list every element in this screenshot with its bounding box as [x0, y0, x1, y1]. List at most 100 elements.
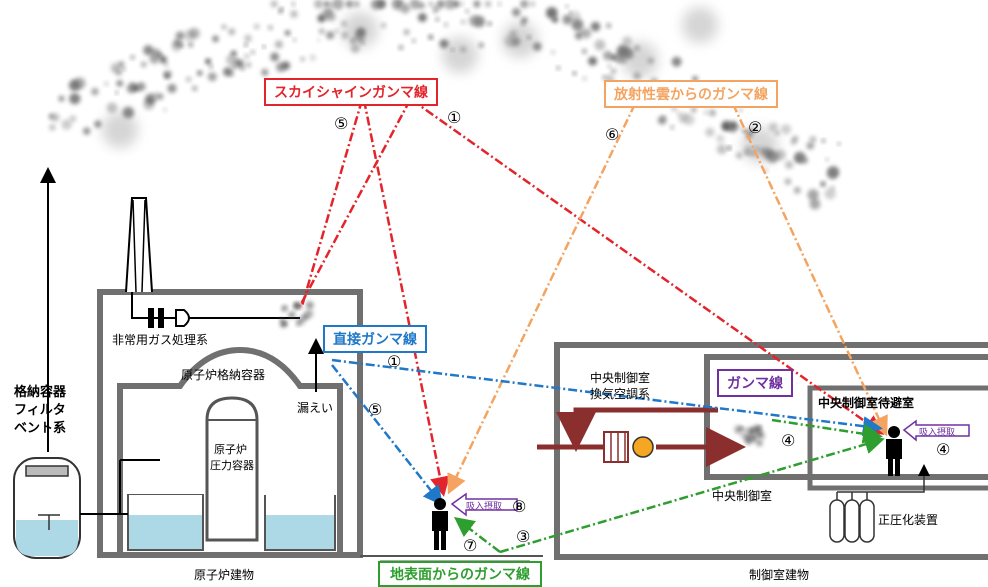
- cloud-particle: [581, 48, 588, 55]
- cloud-particle: [94, 120, 102, 128]
- cloud-haze: [102, 112, 138, 148]
- containment-vessel: [117, 346, 343, 555]
- sgts-label: 非常用ガス処理系: [112, 333, 209, 347]
- reactor-building-wall: [97, 289, 363, 558]
- cloud-particle: [244, 53, 250, 59]
- cloud-particle: [270, 52, 280, 62]
- leak-label: 漏えい: [297, 401, 334, 415]
- cloud-particle: [556, 66, 561, 70]
- cloud-particle: [332, 0, 344, 10]
- cloud-particle: [326, 31, 335, 40]
- cloud-particle: [167, 83, 177, 93]
- cloud-particle: [327, 12, 337, 22]
- cloud-particle: [83, 127, 91, 135]
- skyshine-gamma-label: スカイシャインガンマ線: [264, 78, 438, 106]
- local-particle: [296, 321, 301, 326]
- cloud-particle: [722, 122, 730, 131]
- main-control-room-wall: [704, 354, 988, 480]
- cloud-particle: [428, 34, 434, 40]
- cloud-particle: [240, 66, 245, 71]
- cloud-particle: [284, 30, 291, 36]
- cloud-particle: [703, 110, 708, 115]
- cloud-haze: [742, 127, 778, 163]
- cloud-particle: [590, 21, 601, 32]
- cloud-particle: [191, 85, 198, 92]
- cloud-particle: [824, 188, 836, 200]
- cloud-particle: [397, 2, 401, 6]
- cloud-particle: [228, 28, 236, 36]
- cloud-particle: [418, 2, 425, 9]
- cloud-particle: [487, 21, 492, 26]
- number-7-ground: ⑦: [463, 536, 478, 555]
- cloud-particle: [520, 2, 525, 6]
- cloud-particle: [459, 2, 464, 6]
- cloud-particle: [110, 62, 122, 74]
- number-1-skyshine: ①: [447, 108, 462, 127]
- cloud-particle: [572, 71, 577, 76]
- cloud-particle: [164, 73, 170, 79]
- cloud-particle: [671, 56, 682, 67]
- control-building-label: 制御室建物: [749, 568, 810, 582]
- cloud-particle: [163, 108, 168, 112]
- local-particle: [280, 320, 288, 328]
- local-particle: [756, 440, 763, 447]
- cloud-particle: [594, 39, 606, 51]
- cloud-particle: [465, 9, 470, 14]
- shelter-room-wall: [807, 385, 988, 491]
- cloud-particle: [149, 54, 160, 65]
- cloud-particle: [417, 13, 427, 22]
- local-particle: [734, 425, 743, 434]
- cloud-particle: [235, 59, 245, 69]
- cloud-particle: [607, 64, 612, 68]
- cloud-particle: [275, 62, 286, 72]
- cloud-particle: [136, 82, 146, 92]
- cloud-particle: [825, 157, 829, 162]
- pressure-vessel-label-2: 圧力容器: [210, 459, 254, 472]
- hvac-label-1: 中央制御室: [590, 371, 651, 385]
- cloud-particle: [151, 92, 160, 101]
- filter-vent-label-1: 格納容器: [14, 385, 67, 400]
- cloud-particle: [122, 67, 126, 71]
- cloud-particle: [49, 124, 56, 131]
- cloud-particle: [521, 17, 528, 24]
- cloud-particle: [677, 111, 681, 115]
- cloud-particle: [274, 40, 283, 49]
- number-3-ground: ③: [516, 527, 531, 546]
- cloud-particle: [398, 45, 404, 50]
- cloud-particle: [403, 29, 410, 36]
- cloud-particle: [827, 166, 840, 178]
- cloud-particle: [790, 139, 797, 145]
- cloud-particle: [768, 122, 779, 132]
- cloud-particle: [143, 45, 154, 56]
- cloud-particle: [399, 3, 411, 14]
- cloud-haze: [622, 42, 658, 78]
- cloud-particle: [730, 121, 737, 128]
- cloud-particle: [208, 64, 213, 69]
- number-8-intake: ⑧: [512, 497, 527, 516]
- cloud-particle: [610, 68, 617, 74]
- intake-arrow-shelter: [902, 419, 970, 442]
- local-particle: [302, 314, 309, 320]
- cloud-particle: [435, 17, 440, 22]
- hvac-label-2: 換気空調系: [590, 387, 651, 401]
- cloud-particle: [73, 77, 86, 90]
- cloud-particle: [159, 55, 167, 64]
- cloud-particle: [115, 91, 119, 95]
- cloud-particle: [821, 138, 826, 143]
- hvac-fan: [632, 436, 654, 458]
- cloud-particle: [736, 152, 743, 159]
- cloud-particle: [187, 41, 194, 48]
- cloud-particle: [512, 7, 521, 17]
- cloud-particle: [245, 62, 252, 68]
- cloud-particle: [175, 31, 185, 40]
- cloud-particle: [140, 61, 147, 68]
- cloud-gamma-label: 放射性雲からのガンマ線: [604, 80, 778, 108]
- cloud-particle: [226, 54, 238, 66]
- cloud-particle: [262, 45, 266, 49]
- cloud-particle: [670, 125, 675, 130]
- cloud-particle: [69, 115, 77, 123]
- person-outdoor: [432, 498, 448, 550]
- cloud-haze: [442, 37, 478, 73]
- cloud-particle: [164, 62, 169, 67]
